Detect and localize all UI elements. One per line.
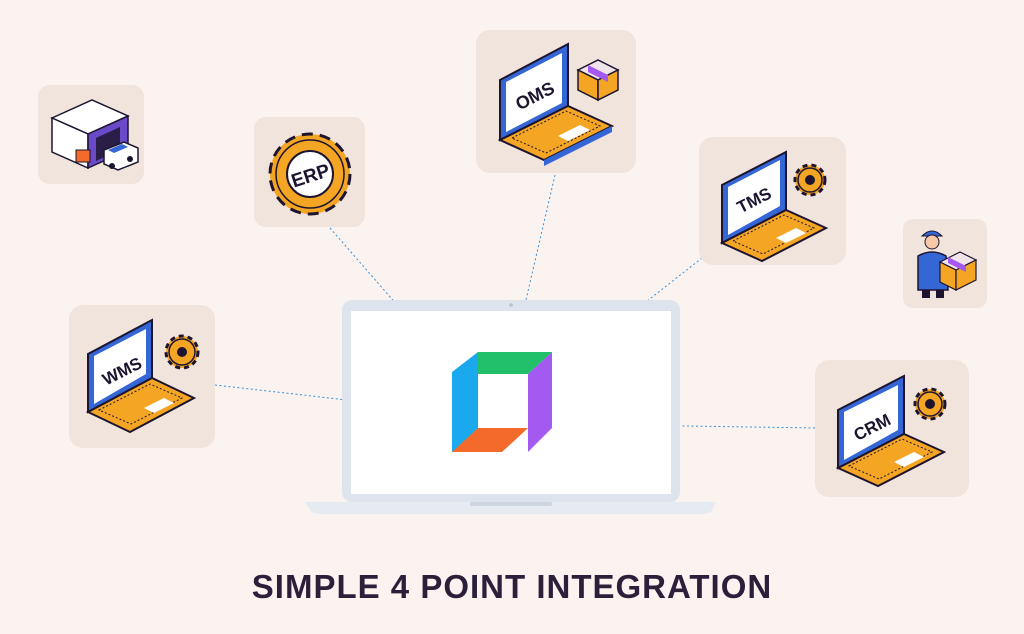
warehouse-tile (38, 85, 144, 184)
erp-tile: ERP (254, 117, 365, 227)
wms-laptop-icon (85, 318, 197, 434)
logo-green-segment (478, 352, 552, 374)
warehouse-icon (50, 99, 139, 171)
delivery-person-icon (917, 230, 978, 298)
gear-icon (793, 163, 827, 197)
logo-purple-segment (528, 352, 552, 452)
wms-tile: WMS (69, 305, 215, 448)
crm-laptop-icon (835, 374, 947, 488)
erp-gear-icon (268, 132, 352, 216)
page-caption: SIMPLE 4 POINT INTEGRATION (251, 568, 773, 605)
connector-crm (551, 423, 819, 429)
oms-laptop-icon (497, 42, 615, 166)
logo-blue-segment (452, 352, 478, 452)
tms-laptop-icon (719, 150, 829, 263)
delivery-tile (903, 219, 987, 308)
tms-tile: TMS (699, 137, 846, 265)
laptop-camera (509, 303, 513, 307)
oms-tile: OMS (476, 30, 636, 173)
gear-icon (913, 387, 947, 421)
gear-icon (164, 334, 200, 370)
crm-tile: CRM (815, 360, 969, 497)
laptop-hinge (470, 502, 552, 506)
laptop-screen (351, 311, 671, 494)
logo-orange-segment (452, 428, 528, 452)
central-laptop (305, 300, 716, 514)
integration-logo-icon (452, 352, 552, 452)
package-icon (576, 59, 620, 102)
laptop-base (305, 502, 716, 514)
